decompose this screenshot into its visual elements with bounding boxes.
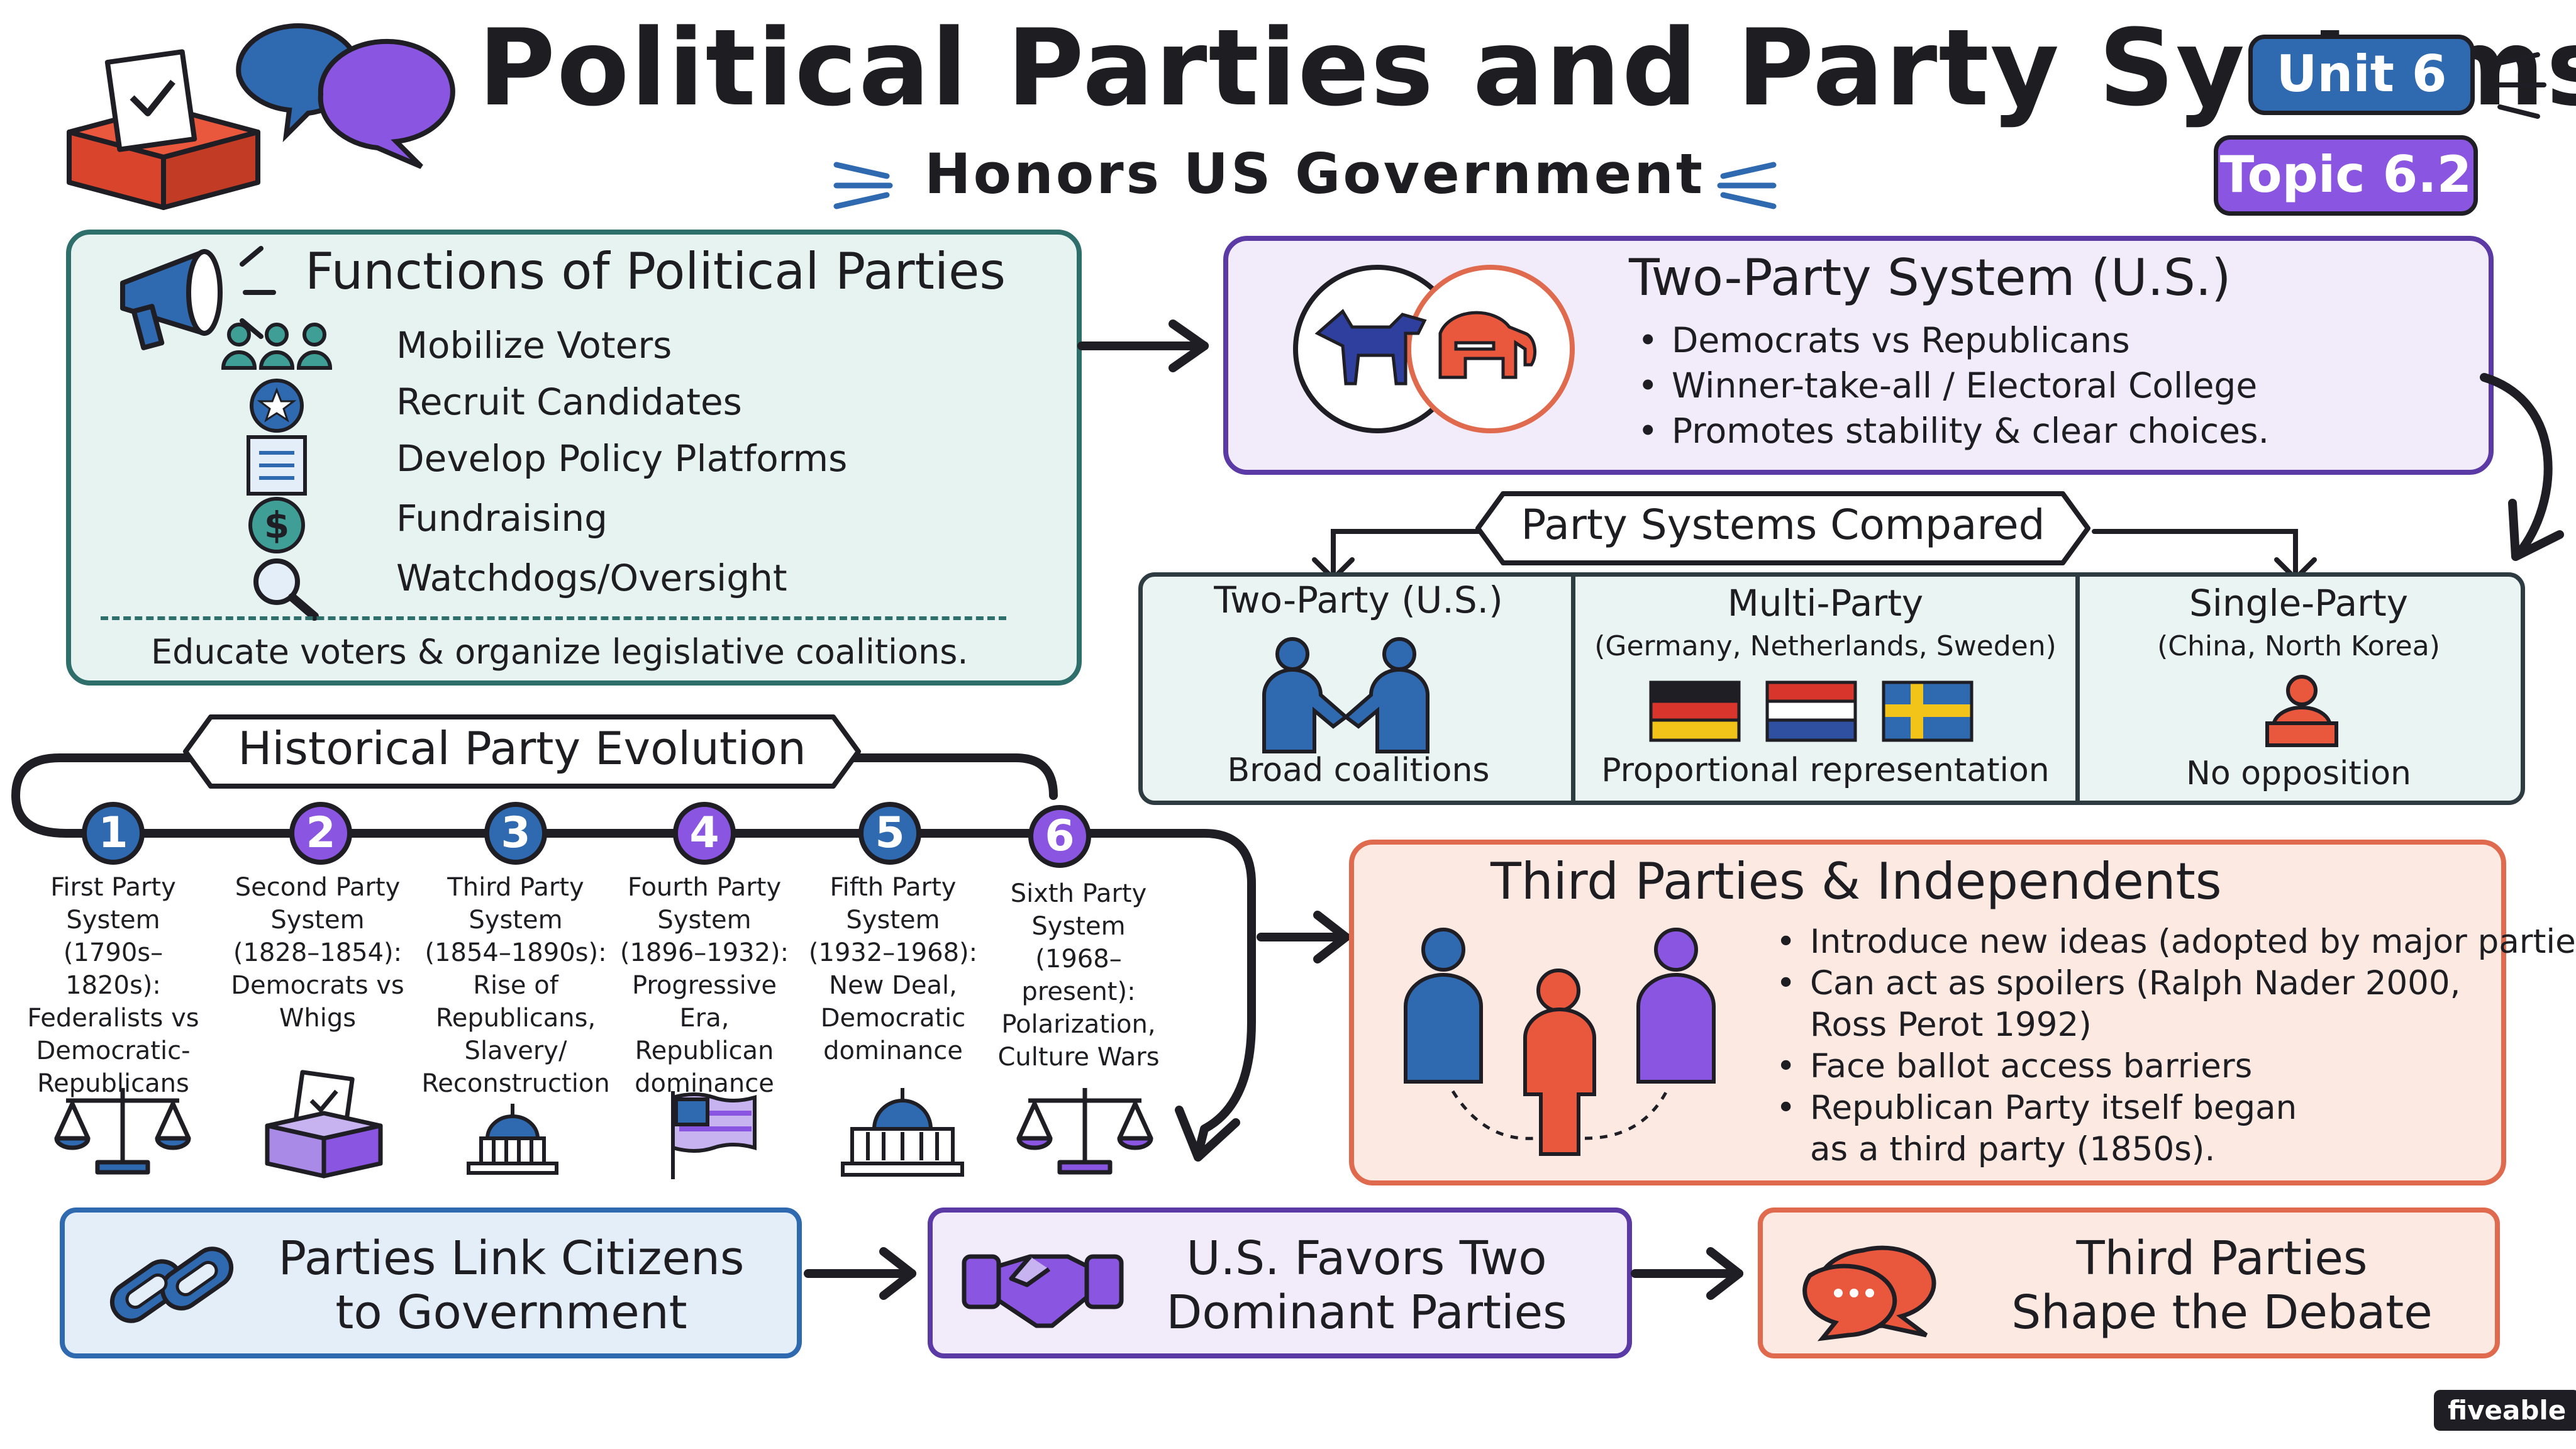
bullet-continuation: as a third party (1850s). [1810, 1130, 2216, 1169]
speech-bubbles-icon [236, 23, 455, 169]
emphasis-lines-icon [833, 162, 893, 209]
era-number: 4 [673, 802, 736, 865]
capitol-dome-icon [467, 1104, 558, 1175]
function-item: Recruit Candidates [396, 380, 742, 423]
compare-col-subtitle: (China, North Korea) [2157, 630, 2440, 662]
era-number: 1 [82, 802, 145, 865]
era-number: 6 [1028, 805, 1091, 868]
page-subtitle: Honors US Government [924, 142, 1705, 206]
star-badge-icon [250, 379, 304, 433]
history-banner [183, 714, 861, 789]
timeline-line [11, 753, 1256, 1162]
capitol-building-icon [841, 1088, 964, 1177]
curved-arrow [2480, 373, 2564, 561]
function-item: Fundraising [396, 497, 608, 540]
compared-banner [1475, 491, 2090, 565]
compare-col-title: Multi-Party [1727, 582, 1924, 625]
bullet-item: Winner-take-all / Electoral College [1635, 363, 2269, 408]
bullet-item: Face ballot access barriers [1774, 1046, 2576, 1087]
topic-badge: Topic 6.2 [2214, 135, 2478, 216]
bullet-continuation: Ross Perot 1992) [1810, 1006, 2092, 1044]
flags-icon [1649, 680, 1974, 742]
functions-panel [66, 230, 1082, 686]
arrow-right [804, 1247, 916, 1300]
divider [101, 616, 1006, 620]
two-party-title: Two-Party System (U.S.) [1629, 248, 2231, 307]
scales-icon [54, 1088, 191, 1175]
two-party-bullets: Democrats vs Republicans Winner-take-all… [1635, 318, 2269, 453]
handshake-icon [962, 1254, 1124, 1328]
donkey-elephant-icon [1293, 265, 1575, 433]
ballot-box-icon [265, 1070, 383, 1179]
document-icon [247, 435, 307, 496]
svg-text:$: $ [264, 504, 289, 547]
dollar-coin-icon: $ [248, 497, 305, 553]
page-title: Political Parties and Party Systems [478, 6, 2576, 130]
scales-icon [1016, 1088, 1153, 1175]
chain-link-icon [109, 1246, 234, 1323]
compare-col-caption: Proportional representation [1601, 752, 2050, 789]
handshake-people-icon [1262, 637, 1430, 753]
person-at-podium-icon [2265, 675, 2338, 747]
people-group-icon [221, 323, 333, 370]
era-number: 2 [289, 802, 352, 865]
speech-bubbles-icon [1802, 1245, 1936, 1341]
compare-col-title: Two-Party (U.S.) [1214, 579, 1503, 621]
third-parties-bullets: Introduce new ideas (adopted by major pa… [1774, 921, 2576, 1170]
compare-col-subtitle: (Germany, Netherlands, Sweden) [1594, 630, 2057, 662]
third-parties-title: Third Parties & Independents [1491, 852, 2222, 911]
arrow-right [1631, 1247, 1743, 1300]
emphasis-lines-icon [2497, 52, 2546, 119]
independent-figures-icon [1404, 928, 1716, 1156]
era-number: 5 [858, 802, 921, 865]
functions-footer: Educate voters & organize legislative co… [151, 632, 969, 672]
function-item: Develop Policy Platforms [396, 437, 848, 480]
functions-title: Functions of Political Parties [305, 242, 1006, 301]
compare-divider [2075, 575, 2080, 802]
unit-badge: Unit 6 [2248, 35, 2475, 115]
compare-col-caption: No opposition [2185, 755, 2412, 792]
compare-col-caption: Broad coalitions [1227, 752, 1490, 789]
function-item: Watchdogs/Oversight [396, 557, 787, 599]
function-item: Mobilize Voters [396, 324, 672, 367]
brand-logo: fiveable [2434, 1390, 2576, 1431]
compare-divider [1571, 575, 1575, 802]
history-title: Historical Party Evolution [238, 722, 806, 775]
compare-col-title: Single-Party [2189, 582, 2409, 625]
bullet-item: Introduce new ideas (adopted by major pa… [1774, 921, 2576, 963]
era-number: 3 [484, 802, 547, 865]
emphasis-lines-icon [1717, 162, 1777, 209]
bullet-item: Democrats vs Republicans [1635, 318, 2269, 363]
compared-title: Party Systems Compared [1521, 501, 2045, 549]
ballot-box-icon [67, 49, 260, 210]
megaphone-icon [120, 246, 276, 350]
bullet-item: Can act as spoilers (Ralph Nader 2000, [1774, 963, 2576, 1004]
flag-icon [671, 1091, 757, 1179]
magnifier-icon [253, 558, 319, 621]
arrow-right [1077, 319, 1209, 372]
bullet-item: Republican Party itself began [1774, 1087, 2576, 1129]
bullet-item: Promotes stability & clear choices. [1635, 408, 2269, 453]
arrow-right [1257, 911, 1350, 963]
